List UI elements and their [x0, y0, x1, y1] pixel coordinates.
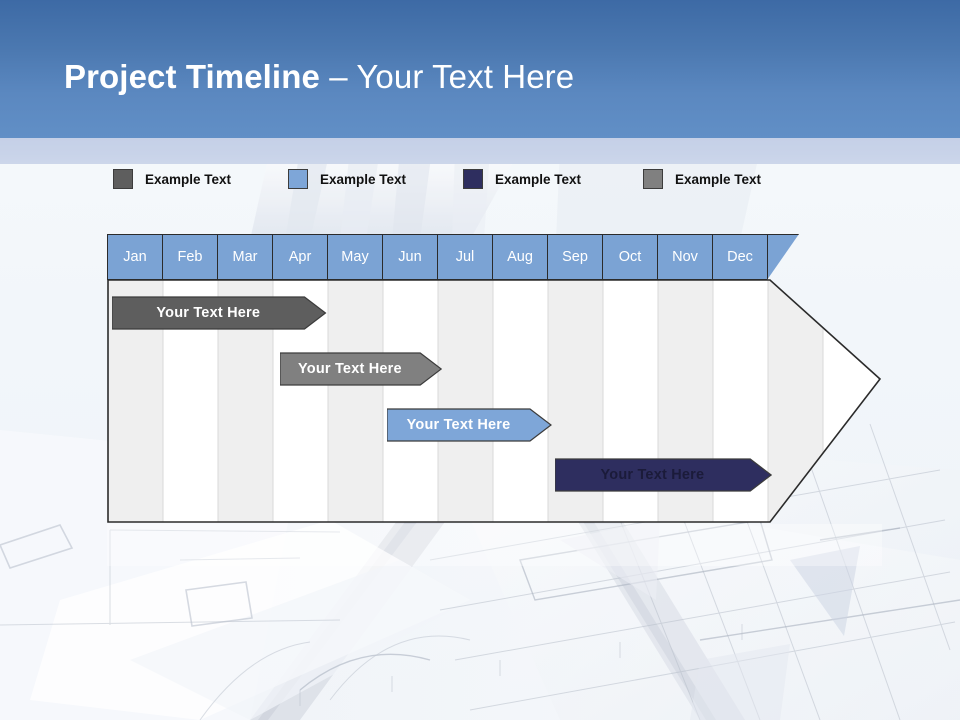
month-label: Oct [618, 249, 642, 265]
task-bar-shape [554, 458, 772, 492]
month-cell-feb[interactable]: Feb [162, 234, 217, 280]
legend-item-2[interactable]: Example Text [288, 168, 406, 190]
month-cell-jul[interactable]: Jul [437, 234, 492, 280]
task-bar-shape [112, 296, 327, 330]
month-cell-sep[interactable]: Sep [547, 234, 602, 280]
month-label: Mar [232, 249, 258, 265]
month-cell-mar[interactable]: Mar [217, 234, 272, 280]
legend-label-4: Example Text [675, 171, 762, 187]
task-bar-label: Your Text Here [156, 305, 261, 321]
task-bar-1[interactable]: Your Text Here [112, 296, 327, 330]
month-cell-jun[interactable]: Jun [382, 234, 437, 280]
timeline-chart: Jan Feb Mar Apr May Jun Jul Aug Sep Oct Nov Dec You… [107, 234, 882, 524]
page-title-separator: – [319, 58, 357, 95]
month-label: Jan [123, 249, 147, 265]
legend-label-2: Example Text [320, 171, 407, 187]
task-bar-shape [279, 352, 442, 386]
month-cell-oct[interactable]: Oct [602, 234, 657, 280]
task-bar-2[interactable]: Your Text Here [279, 352, 442, 386]
month-header-row: Jan Feb Mar Apr May Jun Jul Aug Sep Oct Nov Dec [107, 234, 799, 280]
month-cell-jan[interactable]: Jan [107, 234, 162, 280]
legend-label-3: Example Text [495, 171, 582, 187]
legend-item-1[interactable]: Example Text [113, 168, 231, 190]
legend-swatch-navy [463, 169, 483, 189]
month-label: Aug [507, 249, 533, 265]
legend: Example Text Example Text Example Text E… [0, 168, 960, 196]
month-cell-may[interactable]: May [327, 234, 382, 280]
month-cell-aug[interactable]: Aug [492, 234, 547, 280]
legend-swatch-blue-light [288, 169, 308, 189]
month-label: Sep [562, 249, 588, 265]
legend-item-4[interactable]: Example Text [643, 168, 761, 190]
task-bar-label: Your Text Here [297, 361, 402, 377]
month-cell-apr[interactable]: Apr [272, 234, 327, 280]
slide-header-accent-band [0, 138, 960, 164]
month-label: Jul [455, 249, 475, 265]
task-bar-shape [387, 408, 552, 442]
task-bar-3[interactable]: Your Text Here [387, 408, 552, 442]
month-label: Nov [672, 249, 698, 265]
page-title-light: Your Text Here [356, 58, 575, 95]
task-bar-label: Your Text Here [600, 467, 705, 483]
page-title-bold: Project Timeline [64, 58, 320, 95]
legend-swatch-gray-medium [643, 169, 663, 189]
month-label: Dec [727, 249, 753, 265]
legend-label-1: Example Text [145, 171, 232, 187]
page-title: Project Timeline – Your Text Here [64, 58, 574, 96]
month-cell-nov[interactable]: Nov [657, 234, 712, 280]
legend-swatch-gray-dark [113, 169, 133, 189]
month-cell-dec[interactable]: Dec [712, 234, 767, 280]
month-label: May [341, 249, 369, 265]
task-bar-label: Your Text Here [406, 417, 511, 433]
legend-item-3[interactable]: Example Text [463, 168, 581, 190]
month-label: Jun [398, 249, 422, 265]
slide-header-band [0, 0, 960, 138]
month-label: Feb [177, 249, 203, 265]
task-bar-4[interactable]: Your Text Here [554, 458, 772, 492]
month-label: Apr [288, 249, 312, 265]
